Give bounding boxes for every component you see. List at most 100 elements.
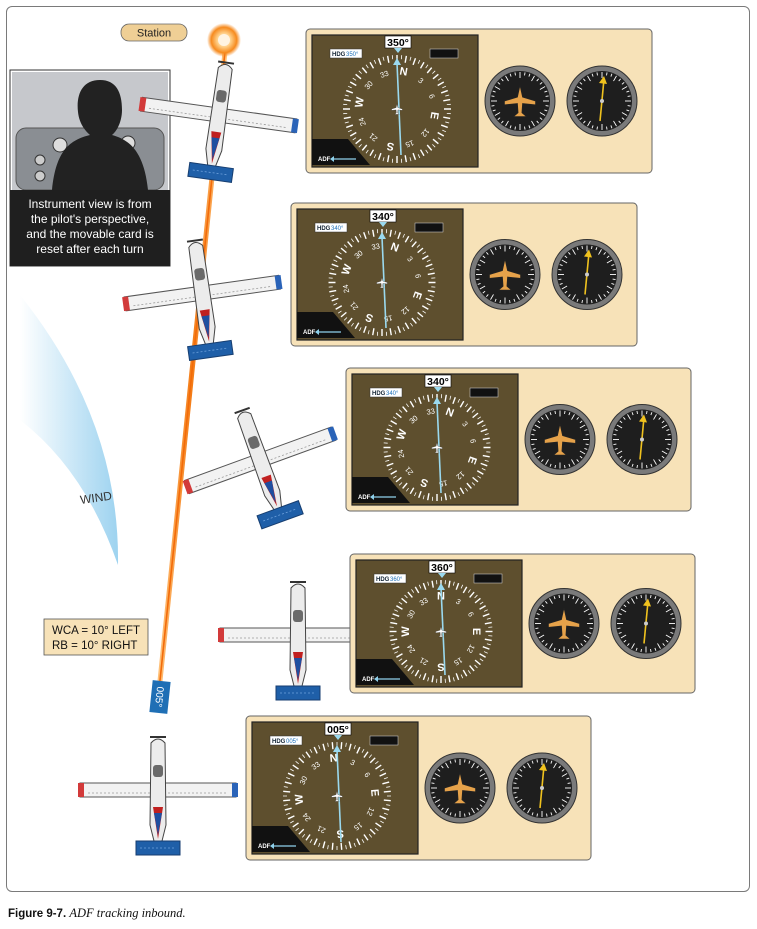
svg-text:33: 33 (418, 596, 430, 608)
svg-text:350°: 350° (387, 37, 409, 49)
svg-text:HDG: HDG (372, 391, 386, 397)
svg-text:360°: 360° (390, 577, 403, 583)
svg-text:E: E (427, 111, 440, 120)
svg-text:005°: 005° (327, 724, 349, 736)
adf-gauge-2 (551, 239, 623, 310)
svg-text:3: 3 (405, 255, 415, 264)
svg-text:005°: 005° (286, 739, 299, 745)
svg-text:15: 15 (383, 313, 393, 323)
svg-text:ADF: ADF (362, 677, 375, 683)
svg-text:350°: 350° (346, 52, 359, 58)
svg-text:HDG: HDG (332, 52, 346, 58)
svg-text:HDG: HDG (376, 577, 390, 583)
svg-text:24: 24 (405, 643, 417, 655)
pilot-note-line-2: the pilot's perspective, (31, 212, 149, 226)
pilot-note-line-3: and the movable card is (26, 227, 153, 241)
svg-text:6: 6 (362, 770, 372, 779)
station-label: Station (137, 28, 171, 40)
svg-text:3: 3 (349, 758, 357, 768)
svg-text:N: N (444, 406, 456, 420)
svg-text:30: 30 (298, 775, 310, 786)
svg-text:15: 15 (352, 820, 364, 832)
svg-text:ADF: ADF (358, 495, 371, 501)
svg-text:ADF: ADF (303, 330, 316, 336)
adf-gauge-4 (610, 588, 682, 659)
heading-gauge-4 (528, 588, 600, 659)
svg-text:360°: 360° (431, 562, 453, 574)
svg-text:W: W (353, 96, 367, 109)
aircraft-1 (138, 60, 299, 184)
adf-indicator-4: ADF (356, 659, 414, 685)
aircraft-4 (218, 581, 378, 701)
svg-text:15: 15 (452, 655, 464, 667)
adf-indicator-3: ADF (352, 477, 410, 503)
svg-text:3: 3 (454, 597, 462, 607)
svg-text:340°: 340° (386, 391, 399, 397)
svg-text:HDG: HDG (317, 226, 331, 232)
aircraft-2 (122, 238, 283, 362)
adf-indicator-2: ADF (297, 312, 355, 338)
figure-title: ADF tracking inbound. (69, 906, 186, 920)
svg-text:W: W (293, 793, 306, 805)
heading-readout-5: 005° (324, 722, 352, 740)
wind-area (20, 295, 119, 565)
aircraft-3 (182, 406, 338, 530)
heading-gauge-5 (424, 752, 496, 824)
svg-text:12: 12 (465, 643, 477, 655)
svg-text:340°: 340° (427, 376, 449, 388)
svg-text:N: N (389, 241, 401, 255)
course-label-tag: 005° (149, 680, 171, 714)
station-label-box (120, 23, 188, 42)
svg-text:E: E (465, 455, 479, 466)
wind-label: WIND (79, 489, 113, 507)
svg-text:W: W (395, 427, 410, 441)
pilot-silhouette (52, 80, 148, 190)
pilot-note-line-1: Instrument view is from (28, 197, 151, 211)
svg-text:3: 3 (416, 76, 425, 86)
heading-gauge-2 (469, 239, 541, 310)
svg-text:E: E (368, 789, 381, 797)
svg-text:005°: 005° (152, 686, 165, 708)
svg-text:3: 3 (460, 420, 470, 429)
wca-line-1: WCA = 10° LEFT (52, 625, 140, 637)
svg-text:S: S (419, 475, 430, 489)
svg-text:6: 6 (468, 438, 478, 444)
adf-indicator-5: ADF (252, 826, 310, 852)
svg-text:ADF: ADF (258, 844, 271, 850)
adf-gauge-3 (606, 404, 678, 475)
heading-gauge-1 (484, 65, 556, 137)
aircraft-5 (78, 736, 238, 856)
svg-text:30: 30 (405, 608, 417, 620)
heading-readout-4: 360° (428, 560, 456, 578)
figure-number: Figure 9-7. (8, 908, 67, 920)
svg-text:W: W (340, 262, 355, 276)
svg-text:S: S (364, 310, 375, 324)
svg-text:N: N (399, 65, 409, 78)
svg-text:S: S (437, 661, 444, 673)
svg-text:21: 21 (316, 824, 327, 836)
svg-text:ADF: ADF (318, 157, 331, 163)
figure-caption: Figure 9-7. ADF tracking inbound. (8, 906, 186, 921)
heading-readout-1: 350° (384, 35, 412, 53)
svg-text:24: 24 (341, 284, 351, 294)
svg-text:33: 33 (379, 69, 390, 80)
svg-text:33: 33 (426, 406, 436, 416)
adf-gauge-5 (506, 752, 578, 824)
heading-readout-3: 340° (424, 374, 452, 392)
svg-text:E: E (470, 628, 482, 635)
svg-text:12: 12 (365, 806, 377, 817)
svg-text:6: 6 (427, 93, 437, 100)
svg-text:340°: 340° (331, 226, 344, 232)
